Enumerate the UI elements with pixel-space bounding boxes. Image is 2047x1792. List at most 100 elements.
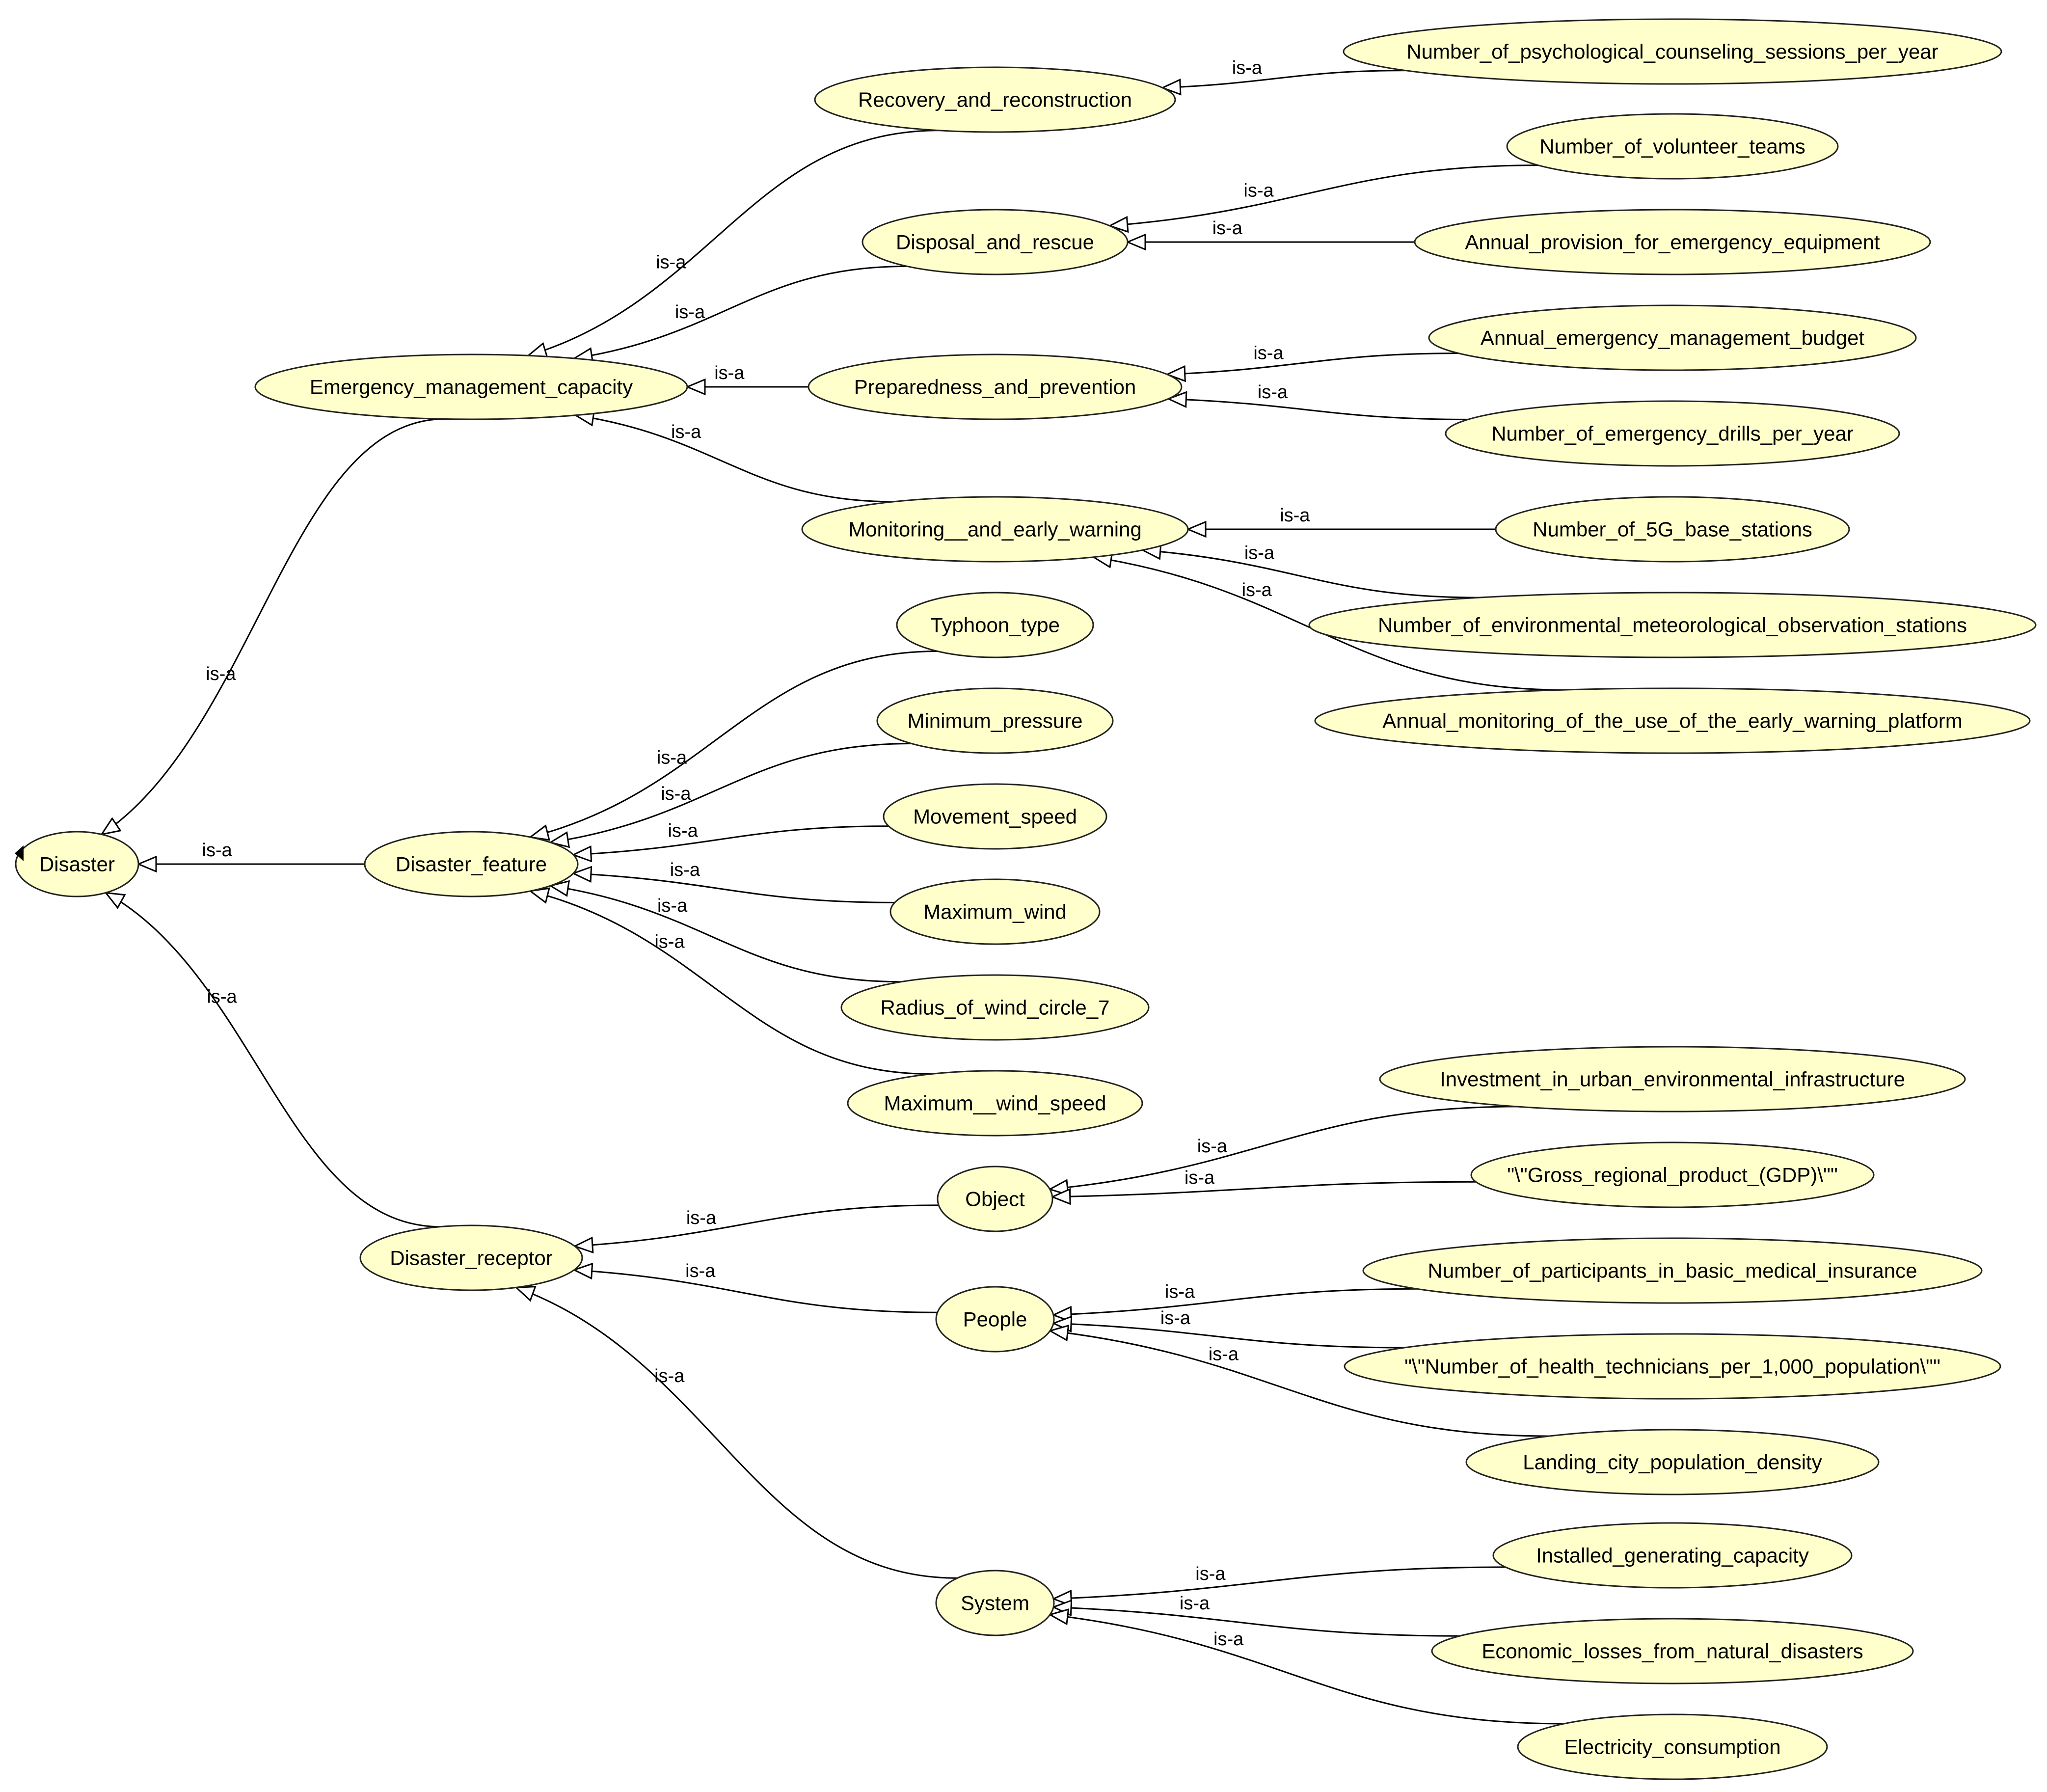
edge-radius-of-wind-circle-7-to-disaster-feature: is-a (548, 880, 901, 983)
node-number-of-5g-base-stations[interactable]: Number_of_5G_base_stations (1495, 496, 1850, 563)
edge-preparedness-and-prevention-to-emergency-management-capacity: is-a (685, 363, 808, 396)
node-ellipse (1506, 113, 1839, 180)
is-a-label: is-a (1195, 1564, 1226, 1584)
node-emergency-management-capacity[interactable]: Emergency_management_capacity (254, 353, 688, 420)
is-a-label: is-a (1244, 543, 1275, 564)
node-landing-city-population-density[interactable]: Landing_city_population_density (1465, 1429, 1880, 1495)
node-label: Annual_provision_for_emergency_equipment (1465, 231, 1880, 254)
expand-triangle-icon[interactable] (15, 845, 24, 861)
node-number-of-volunteer-teams[interactable]: Number_of_volunteer_teams (1506, 113, 1839, 180)
edge-line (1167, 353, 1459, 376)
edge-line (1050, 1330, 1550, 1437)
edge-line (1050, 1106, 1517, 1190)
edge-typhoon-type-to-disaster-feature: is-a (528, 650, 938, 841)
node-ellipse (883, 783, 1107, 850)
node-ellipse (862, 209, 1129, 275)
edge-annual-emergency-management-budget-to-preparedness-and-prevention: is-a (1165, 343, 1459, 382)
node-label: Number_of_emergency_drills_per_year (1491, 422, 1854, 445)
edge-maximum-wind-to-disaster-feature: is-a (571, 860, 895, 903)
node-ellipse (1314, 687, 2031, 754)
node-preparedness-and-prevention[interactable]: Preparedness_and_prevention (808, 353, 1183, 420)
node-system[interactable]: System (935, 1570, 1055, 1636)
node-number-of-participants-in-basic-medical-insurance[interactable]: Number_of_participants_in_basic_medical_… (1362, 1237, 1983, 1304)
nodes-layer: Electricity_consumption Economic_losses_f… (15, 18, 2037, 1780)
node-electricity-consumption[interactable]: Electricity_consumption (1517, 1713, 1828, 1780)
edge-line (101, 418, 445, 835)
node-ellipse (1465, 1429, 1880, 1495)
node-investment-in-urban-environmental-infrastructure[interactable]: Investment_in_urban_environmental_infras… (1379, 1046, 1966, 1113)
node-label: Investment_in_urban_environmental_infras… (1440, 1068, 1905, 1091)
node-disaster-receptor[interactable]: Disaster_receptor (359, 1224, 583, 1291)
arrowhead-icon (104, 892, 126, 909)
node-typhoon-type[interactable]: Typhoon_type (896, 592, 1094, 658)
edge-recovery-and-reconstruction-to-emergency-management-capacity: is-a (526, 130, 939, 358)
edge-line (573, 825, 889, 856)
is-a-label: is-a (1242, 580, 1272, 600)
node-movement-speed[interactable]: Movement_speed (883, 783, 1107, 850)
node-people[interactable]: People (935, 1286, 1055, 1353)
node-radius-of-wind-circle-7[interactable]: Radius_of_wind_circle_7 (840, 974, 1150, 1041)
node-disposal-and-rescue[interactable]: Disposal_and_rescue (862, 209, 1129, 275)
edge-line (573, 872, 895, 903)
node-disaster-feature[interactable]: Disaster_feature (364, 831, 579, 897)
node-number-of-psychological-counseling-sessions-per-year[interactable]: Number_of_psychological_counseling_sessi… (1343, 18, 2002, 85)
edge-movement-speed-to-disaster-feature: is-a (571, 821, 889, 863)
is-a-label: is-a (1243, 180, 1274, 201)
arrowhead-icon (572, 1262, 593, 1280)
node-economic-losses-from-natural-disasters[interactable]: Economic_losses_from_natural_disasters (1431, 1618, 1914, 1684)
node-ellipse (1470, 1141, 1875, 1208)
node-label: Annual_emergency_management_budget (1481, 326, 1865, 350)
node-label: Recovery_and_reconstruction (858, 88, 1132, 111)
node-ellipse (1492, 1522, 1853, 1589)
node-recovery-and-reconstruction[interactable]: Recovery_and_reconstruction (814, 66, 1176, 133)
node-ellipse (889, 878, 1101, 945)
edge-monitoring-and-early-warning-to-emergency-management-capacity: is-a (573, 409, 894, 503)
node-ellipse (15, 831, 139, 897)
is-a-label: is-a (671, 422, 701, 442)
node-annual-emergency-management-budget[interactable]: Annual_emergency_management_budget (1428, 304, 1917, 371)
arrowhead-icon (136, 855, 157, 873)
node-ellipse (1445, 400, 1900, 467)
node-maximum-wind-speed[interactable]: Maximum__wind_speed (847, 1070, 1143, 1137)
node-maximum-wind[interactable]: Maximum_wind (889, 878, 1101, 945)
edge-line (550, 743, 912, 843)
node-annual-provision-for-emergency-equipment[interactable]: Annual_provision_for_emergency_equipment (1414, 209, 1931, 275)
edge-line (516, 1286, 958, 1579)
edge-disposal-and-rescue-to-emergency-management-capacity: is-a (572, 265, 908, 364)
node-label: Preparedness_and_prevention (854, 376, 1136, 399)
is-a-label: is-a (657, 748, 687, 768)
node-ellipse (935, 1570, 1055, 1636)
is-a-label: is-a (654, 1366, 685, 1386)
node-ellipse (1517, 1713, 1828, 1780)
node-label: "\"Gross_regional_product_(GDP)\"" (1507, 1164, 1838, 1187)
node-label: Installed_generating_capacity (1536, 1544, 1809, 1567)
edge-line (1050, 1614, 1564, 1725)
edge-line (574, 265, 908, 359)
edge-line (1168, 398, 1468, 420)
is-a-label: is-a (206, 664, 236, 684)
node-minimum-pressure[interactable]: Minimum_pressure (876, 687, 1114, 754)
node-installed-generating-capacity[interactable]: Installed_generating_capacity (1492, 1522, 1853, 1589)
edge-number-of-5g-base-stations-to-monitoring-and-early-warning: is-a (1186, 505, 1496, 538)
node-ellipse (1308, 592, 2037, 658)
node-label: Emergency_management_capacity (310, 376, 633, 399)
node-annual-monitoring-of-the-use-of-the-early-warning-platform[interactable]: Annual_monitoring_of_the_use_of_the_earl… (1314, 687, 2031, 754)
node-monitoring-and-early-warning[interactable]: Monitoring__and_early_warning (801, 496, 1189, 563)
node-number-of-emergency-drills-per-year[interactable]: Number_of_emergency_drills_per_year (1445, 400, 1900, 467)
edge-number-of-health-technicians-per-1000-population-to-people: is-a (1051, 1308, 1404, 1349)
edge-line (1053, 1288, 1418, 1316)
edge-number-of-emergency-drills-per-year-to-preparedness-and-prevention: is-a (1166, 382, 1468, 420)
edge-number-of-environmental-meteorological-observation-stations-to-monitoring-and-early-warning: is-a (1140, 543, 1479, 598)
node-disaster[interactable]: Disaster (15, 831, 139, 897)
node-label: Number_of_participants_in_basic_medical_… (1428, 1259, 1917, 1282)
node-number-of-environmental-meteorological-observation-stations[interactable]: Number_of_environmental_meteorological_o… (1308, 592, 2037, 658)
arrowhead-icon (1186, 520, 1207, 538)
node-ellipse (359, 1224, 583, 1291)
edge-emergency-management-capacity-to-disaster: is-a (100, 418, 445, 836)
node-object[interactable]: Object (937, 1166, 1053, 1232)
edge-number-of-psychological-counseling-sessions-per-year-to-recovery-and-reconstruction: is-a (1160, 57, 1406, 96)
is-a-label: is-a (207, 986, 237, 1007)
node-gross-regional-product-gdp[interactable]: "\"Gross_regional_product_(GDP)\"" (1470, 1141, 1875, 1208)
edge-annual-provision-for-emergency-equipment-to-disposal-and-rescue: is-a (1126, 218, 1415, 251)
node-number-of-health-technicians-per-1000-population[interactable]: "\"Number_of_health_technicians_per_1,00… (1344, 1333, 2001, 1400)
